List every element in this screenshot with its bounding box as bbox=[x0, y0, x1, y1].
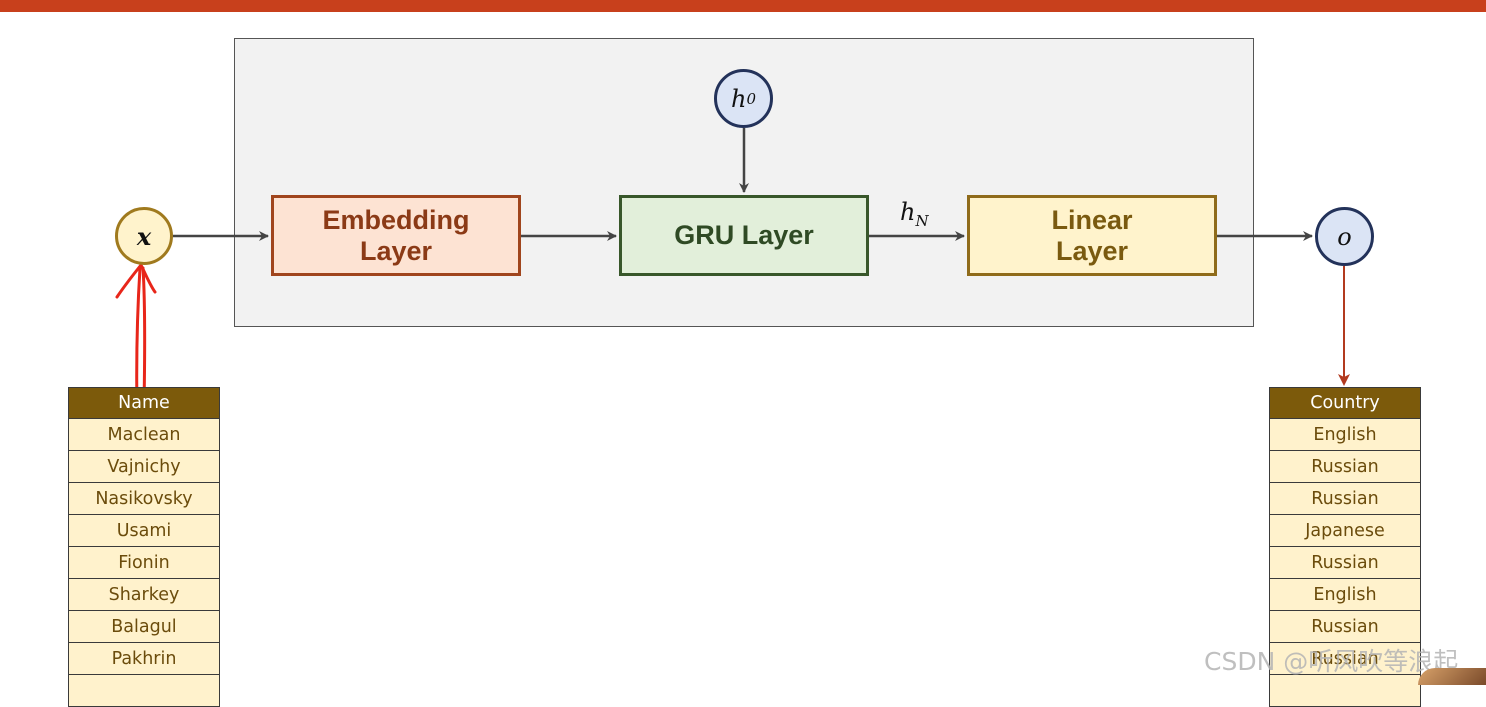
connections bbox=[115, 128, 1350, 409]
gru-layer-block: GRU Layer bbox=[619, 195, 869, 276]
table-row: Russian bbox=[1269, 643, 1421, 675]
output-node-o: o bbox=[1315, 207, 1374, 266]
table-row bbox=[68, 675, 220, 707]
table-row: English bbox=[1269, 419, 1421, 451]
table-row: Russian bbox=[1269, 483, 1421, 515]
table-row: Japanese bbox=[1269, 515, 1421, 547]
table-row: English bbox=[1269, 579, 1421, 611]
input-node-x: x bbox=[115, 207, 173, 265]
table-row: Russian bbox=[1269, 451, 1421, 483]
hidden-final-main: h bbox=[900, 198, 916, 226]
webcam-thumbnail bbox=[1418, 668, 1486, 685]
table-row: Vajnichy bbox=[68, 451, 220, 483]
names-table: Name Maclean Vajnichy Nasikovsky Usami F… bbox=[68, 387, 220, 707]
embedding-layer-block: Embedding Layer bbox=[271, 195, 521, 276]
red-annotation-arrow bbox=[115, 262, 157, 409]
table-row: Pakhrin bbox=[68, 643, 220, 675]
table-row: Nasikovsky bbox=[68, 483, 220, 515]
hidden-init-label: h bbox=[730, 84, 747, 113]
table-row: Balagul bbox=[68, 611, 220, 643]
watermark: CSDN @听风吹等浪起 bbox=[1204, 647, 1459, 676]
table-row: Fionin bbox=[68, 547, 220, 579]
table-row: Maclean bbox=[68, 419, 220, 451]
table-row: Sharkey bbox=[68, 579, 220, 611]
linear-layer-block: Linear Layer bbox=[967, 195, 1217, 276]
table-row bbox=[1269, 675, 1421, 707]
top-accent-bar bbox=[0, 0, 1486, 12]
hidden-init-subscript: 0 bbox=[746, 89, 756, 108]
input-node-label: x bbox=[136, 221, 152, 251]
output-node-label: o bbox=[1337, 222, 1352, 251]
country-table-header: Country bbox=[1269, 387, 1421, 419]
table-row: Russian bbox=[1269, 547, 1421, 579]
hidden-final-subscript: N bbox=[915, 211, 929, 230]
table-row: Usami bbox=[68, 515, 220, 547]
country-table: Country English Russian Russian Japanese… bbox=[1269, 387, 1421, 707]
hidden-final-label: hN bbox=[900, 198, 929, 230]
table-row: Russian bbox=[1269, 611, 1421, 643]
names-table-header: Name bbox=[68, 387, 220, 419]
